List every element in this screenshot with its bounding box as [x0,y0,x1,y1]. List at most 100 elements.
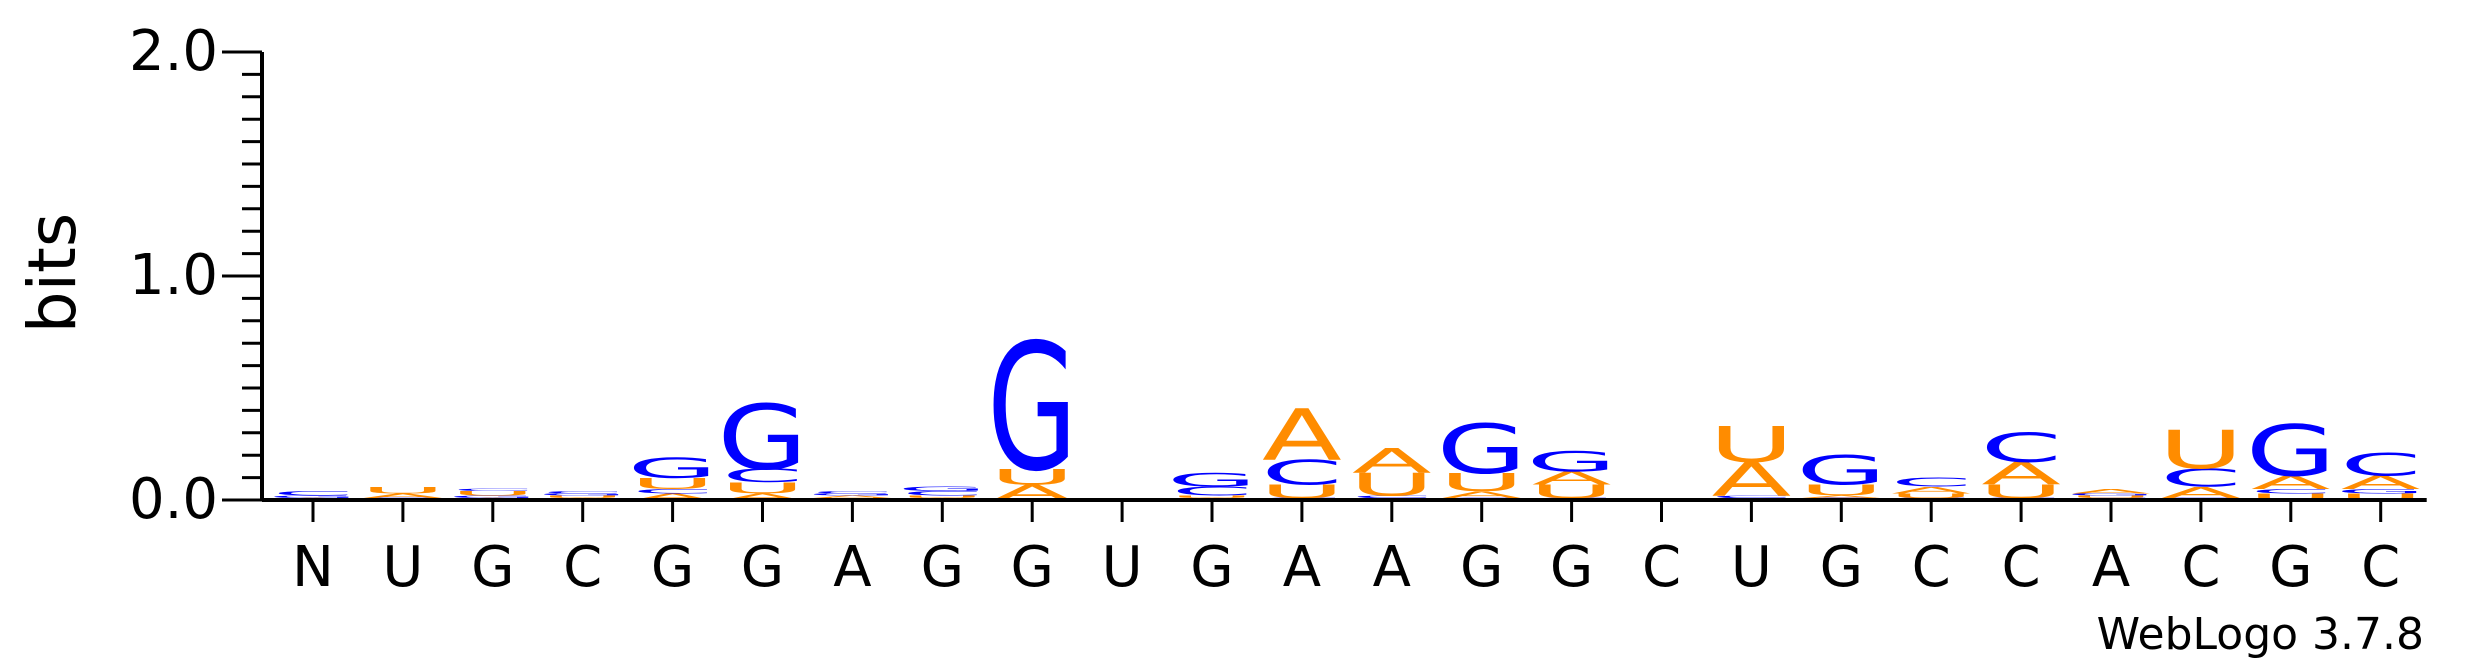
letter-G: G [627,452,717,484]
letter-U: U [630,475,715,493]
letter-A: A [363,492,443,499]
y-tick-label: 0.0 [129,467,218,532]
x-tick-label: C [2002,535,2041,600]
letter-G: G [897,485,987,492]
x-tick-label: G [921,535,964,600]
x-tick-label: G [1460,535,1503,600]
stack-position-22: GACU [2156,421,2246,502]
letter-A: A [723,491,803,502]
letter-A: A [812,495,892,499]
letter-A: A [633,491,713,502]
letter-A: A [1801,495,1881,499]
x-tick-label: G [741,535,784,600]
y-tick-label: 1.0 [129,243,218,308]
x-tick-label: U [1102,535,1143,600]
letter-U: U [989,464,1074,489]
letter-C: C [722,465,803,487]
letter-G: G [1796,447,1886,494]
letter-A: A [1532,467,1612,489]
letter-G: G [1436,411,1526,489]
letter-U: U [1349,467,1434,503]
letter-A: A [1891,485,1971,496]
x-tick-label: G [1550,535,1593,600]
letter-C: C [542,490,623,494]
letter-C: C [1171,484,1252,498]
letter-U: U [360,485,445,496]
x-tick-label: A [1373,535,1411,600]
letter-U: U [1259,481,1344,503]
letter-A: A [2341,472,2421,494]
letter-G: G [807,493,897,497]
x-tick-label: G [1010,535,1053,600]
letter-U: U [540,495,625,499]
letter-C: C [2250,488,2331,495]
letter-A: A [2251,472,2331,494]
stack-position-13: GCUA [1347,442,1437,503]
letter-U: U [720,479,805,497]
letter-C: C [1261,453,1342,492]
letter-G: G [268,495,358,499]
letter-G: G [2335,488,2425,495]
x-tick-label: U [1731,535,1772,600]
letter-U: U [1529,481,1614,503]
x-tick-label: C [563,535,602,600]
stack-position-9: AUG [987,307,1077,511]
letter-U: U [1709,417,1794,474]
x-tick-label: G [651,535,694,600]
y-axis-label: bits [14,213,91,334]
letter-G: G [2246,410,2336,492]
letter-C: C [2160,464,2241,493]
letter-C: C [812,490,893,494]
letter-C: C [272,490,353,497]
letter-G: G [987,307,1077,511]
letter-G: G [537,493,627,497]
letter-U: U [450,490,535,497]
letter-C: C [1711,495,1792,499]
letter-C: C [632,488,713,495]
letter-A: A [2161,484,2241,502]
letter-U: U [2248,491,2333,502]
letter-U: U [1978,481,2063,503]
x-tick-label: C [1912,535,1951,600]
stack-position-15: CUAG [1526,445,1616,502]
x-tick-label: G [471,535,514,600]
letter-A: A [1711,453,1791,506]
x-tick-label: A [833,535,871,600]
x-tick-label: C [2361,535,2400,600]
letter-U: U [1439,468,1524,497]
letter-U: U [2338,491,2423,502]
x-tick-label: U [382,535,423,600]
y-tick-label: 2.0 [129,19,218,84]
x-tick-label: C [2181,535,2220,600]
letter-A: A [2071,488,2151,495]
letter-stacks: AGCGAUAGUCAUGCACUGAUCGUAGCAUCGAUGAUCGGUC… [268,307,2426,511]
letter-U: U [2068,495,2153,499]
letter-A: A [1262,395,1342,477]
weblogo-credit: WebLogo 3.7.8 [2097,609,2424,660]
letter-A: A [1352,442,1432,481]
y-axis: 0.0 1.0 2.0 [129,19,264,532]
letter-U: U [1889,492,1974,499]
letter-G: G [448,495,538,499]
x-tick-label: G [1820,535,1863,600]
letter-G: G [1167,469,1257,491]
x-tick-label: C [1642,535,1681,600]
letter-C: C [902,490,983,497]
x-tick-label: A [1283,535,1321,600]
letter-U: U [900,495,985,499]
letter-C: C [452,488,533,492]
letter-C: C [1890,475,1971,489]
letter-C: C [2340,447,2421,483]
